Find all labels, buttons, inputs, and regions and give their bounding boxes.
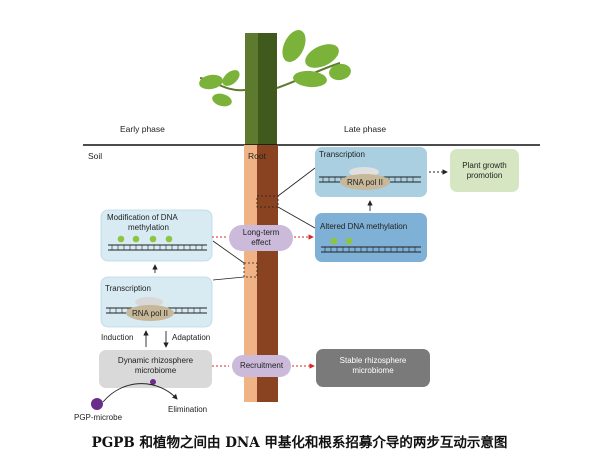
late-phase-label: Late phase [344, 124, 387, 134]
root-inner [257, 145, 278, 402]
leaf [282, 30, 306, 62]
stable-microbiome-line2: microbiome [352, 366, 394, 375]
rna-pol-late [340, 174, 390, 190]
plant-shoot [199, 30, 351, 145]
rna-pol-early-label: RNA pol II [131, 309, 168, 318]
early-phase-label: Early phase [120, 124, 165, 134]
methyl-dots-early [117, 235, 173, 243]
recruitment-label: Recruitment [239, 361, 284, 370]
leaf [212, 93, 232, 107]
leaf [222, 70, 240, 86]
dynamic-microbiome-box [99, 350, 212, 388]
root-outer [244, 145, 257, 402]
rna-pol-late-label: RNA pol II [346, 178, 383, 187]
stable-microbiome-line1: Stable rhizosphere [339, 356, 407, 365]
stable-microbiome-box [316, 349, 430, 387]
leaf [329, 63, 351, 81]
leaf [305, 44, 339, 68]
methyl-dots-late [330, 237, 353, 245]
leaf [293, 70, 327, 88]
stem-right [258, 33, 277, 145]
pgp-microbe-label: PGP-microbe [74, 413, 123, 422]
figure-caption: PGPB 和植物之间由 DNA 甲基化和根系招募介导的两步互动示意图 [91, 435, 508, 451]
transcription-early-title: Transcription [105, 284, 151, 293]
dynamic-microbiome-line1: Dynamic rhizosphere [117, 356, 194, 365]
adaptation-label: Adaptation [172, 333, 211, 342]
plant-growth-line1: Plant growth [462, 161, 507, 170]
altered-methylation-box [315, 213, 427, 262]
pgp-microbe-large [91, 398, 103, 410]
induction-label: Induction [101, 333, 134, 342]
long-term-line2: effect [251, 238, 271, 247]
methylation-mod-line1: Modification of DNA [107, 213, 178, 222]
leaf [199, 74, 223, 90]
plant-growth-box [450, 149, 519, 192]
root-focus-bottom [243, 262, 258, 278]
elimination-arrow [102, 383, 178, 403]
dynamic-microbiome-line2: microbiome [134, 366, 177, 375]
pgp-microbe-small [150, 379, 156, 385]
long-term-pill [229, 225, 293, 251]
plant-growth-line2: promotion [466, 171, 503, 180]
stem-left [245, 33, 258, 145]
altered-methylation-label: Altered DNA methylation [320, 222, 408, 231]
recruitment-pill [232, 355, 291, 377]
root-label: Root [248, 151, 266, 161]
methylation-mod-line2: methylation [128, 223, 169, 232]
transcription-late-title: Transcription [319, 150, 365, 159]
rna-pol-early [126, 305, 174, 321]
soil-label: Soil [88, 151, 103, 161]
long-term-line1: Long-term [242, 228, 280, 237]
elimination-label: Elimination [168, 405, 208, 414]
transcript-blob [135, 297, 163, 307]
